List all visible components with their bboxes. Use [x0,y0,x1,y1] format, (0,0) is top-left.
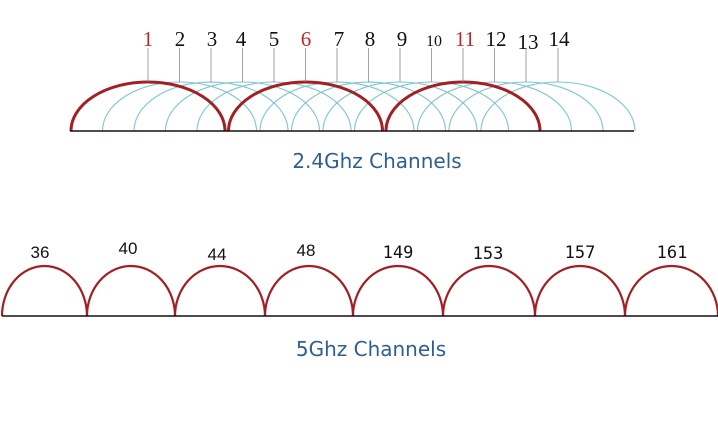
label-channel-10: 10 [426,33,442,50]
overlap-arcs-24ghz [101,81,636,132]
label-channel-8: 8 [365,27,376,51]
band-5ghz: 36 40 44 48 149 153 157 161 5Ghz Channels [0,239,718,361]
label-channel-48: 48 [297,241,316,260]
arc-channel-40 [85,264,177,317]
channel-arcs-5ghz [0,264,718,317]
caption-5ghz: 5Ghz Channels [296,337,446,361]
label-channel-40: 40 [119,239,138,258]
caption-24ghz: 2.4Ghz Channels [292,149,461,173]
label-channel-13: 13 [518,30,539,54]
label-channel-149: 149 [383,243,414,263]
arc-channel-48 [263,264,355,317]
label-channel-161: 161 [657,243,688,263]
label-channel-4: 4 [236,27,247,51]
channel-labels-5ghz: 36 40 44 48 149 153 157 161 [31,239,688,264]
arc-channel-149 [351,264,445,317]
label-channel-14: 14 [549,27,571,51]
label-channel-36: 36 [31,243,50,262]
label-channel-6: 6 [301,27,312,51]
label-channel-157: 157 [565,243,596,263]
arc-channel-44 [173,264,267,317]
arc-channel-153 [441,264,537,317]
label-channel-5: 5 [269,27,280,51]
label-channel-44: 44 [208,245,227,264]
arc-channel-36 [0,264,89,317]
label-channel-3: 3 [207,27,218,51]
nonoverlap-arcs-24ghz [69,80,542,132]
label-channel-2: 2 [175,27,186,51]
label-channel-1: 1 [143,27,154,51]
label-channel-12: 12 [486,27,507,51]
arc-channel-161 [623,264,718,317]
channel-ticks-24ghz [147,48,559,82]
label-channel-7: 7 [334,27,345,51]
arc-channel-157 [533,264,627,317]
label-channel-9: 9 [397,27,408,51]
label-channel-11: 11 [455,27,475,51]
label-channel-153: 153 [473,244,504,264]
